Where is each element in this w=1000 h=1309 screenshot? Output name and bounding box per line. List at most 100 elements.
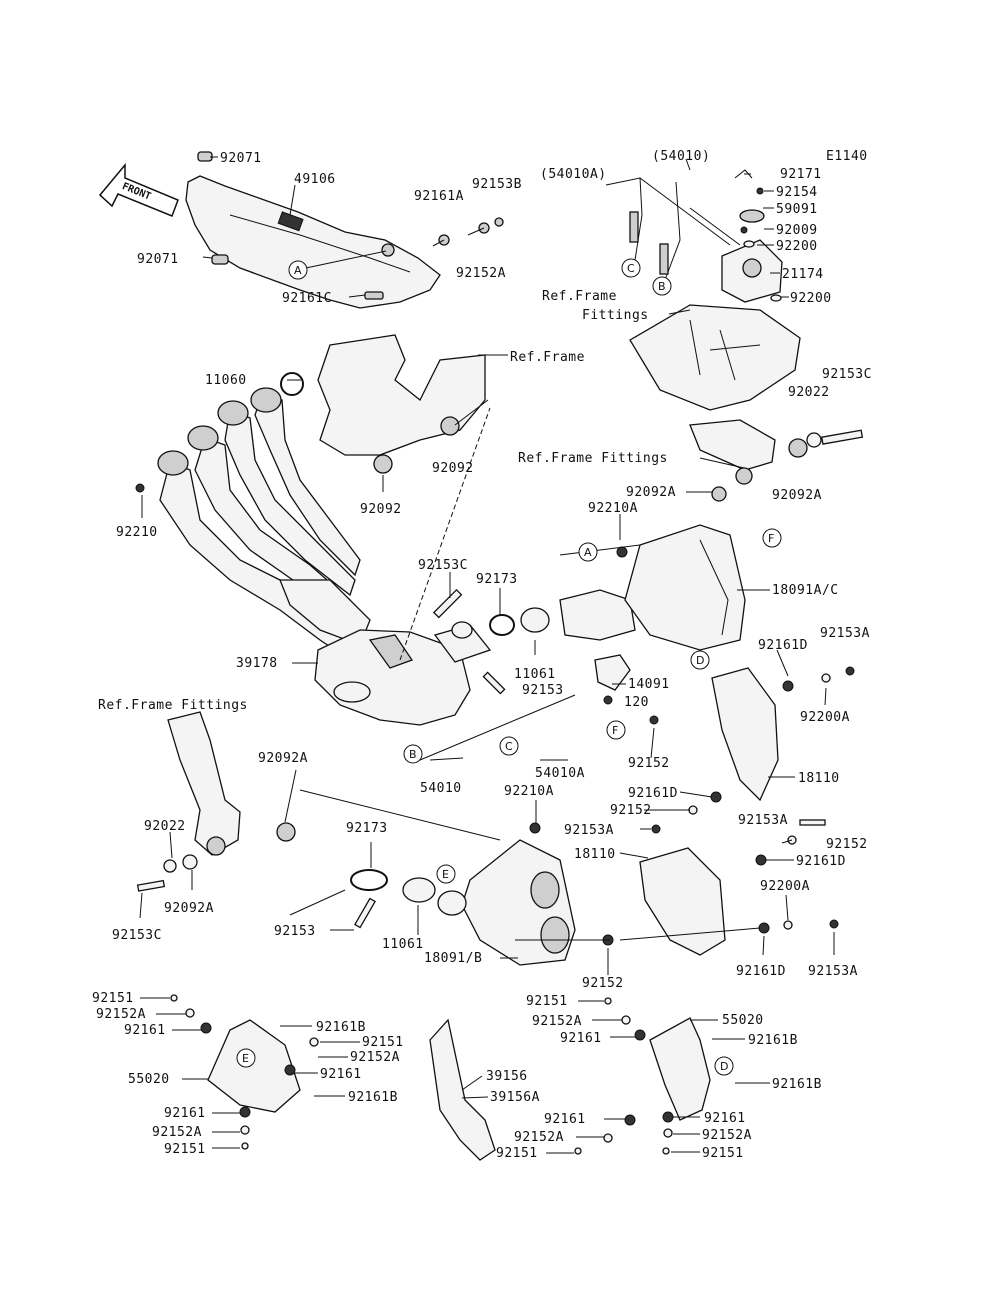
callout-e-lower: E (236, 1048, 256, 1068)
part-label: 92200A (760, 879, 810, 894)
part-label: 92171 (780, 167, 822, 182)
part-label: 120 (624, 695, 649, 710)
part-label: 18091/B (424, 951, 482, 966)
diagram-code: E1140 (826, 149, 868, 164)
exhaust-header-pipes (135, 387, 371, 661)
callout-a-mid: A (578, 542, 598, 562)
part-label: (54010) (652, 149, 710, 164)
part-label: 92152A (96, 1007, 146, 1022)
part-label: Ref.Frame (542, 289, 617, 304)
part-label: 92009 (776, 223, 818, 238)
svg-text:A: A (294, 264, 302, 277)
side-cover-right (649, 1017, 711, 1121)
part-label: 49106 (294, 172, 336, 187)
callout-f-upper: F (762, 528, 782, 548)
muffler-right (624, 524, 746, 651)
part-label: 59091 (776, 202, 818, 217)
part-label: 92161B (316, 1020, 366, 1035)
callout-e-mid: E (436, 864, 456, 884)
part-label: 18110 (574, 847, 616, 862)
svg-text:B: B (409, 748, 417, 761)
part-label: 92153A (808, 964, 858, 979)
svg-text:C: C (505, 740, 513, 753)
part-label: 55020 (128, 1072, 170, 1087)
upper-heat-cover (185, 175, 441, 309)
part-label: 92152 (826, 837, 868, 852)
part-label: 11060 (205, 373, 247, 388)
callout-c-lower: C (499, 736, 519, 756)
part-label: 92092A (258, 751, 308, 766)
part-label: 54010 (420, 781, 462, 796)
part-label: 92161 (320, 1067, 362, 1082)
part-label: 92092A (164, 901, 214, 916)
part-label: Fittings (582, 308, 649, 323)
part-label: 39156 (486, 1069, 528, 1084)
part-label: 92161 (544, 1112, 586, 1127)
svg-text:F: F (612, 724, 618, 737)
part-label: 92161D (758, 638, 808, 653)
part-label: 92152A (532, 1014, 582, 1029)
part-label: 92210 (116, 525, 158, 540)
part-label: 92152A (702, 1128, 752, 1143)
part-label: 14091 (628, 677, 670, 692)
part-label: 92153A (564, 823, 614, 838)
part-label: 92152A (514, 1130, 564, 1145)
svg-text:D: D (720, 1060, 728, 1073)
part-label: 92210A (504, 784, 554, 799)
part-label: 92022 (144, 819, 186, 834)
svg-text:D: D (696, 654, 704, 667)
part-label: 92161D (736, 964, 786, 979)
part-label: 92173 (346, 821, 388, 836)
part-label: Ref.Frame Fittings (518, 451, 668, 466)
part-label: 92210A (588, 501, 638, 516)
part-label: 92161 (560, 1031, 602, 1046)
svg-text:E: E (442, 868, 449, 881)
part-label: 54010A (535, 766, 585, 781)
part-label: 18110 (798, 771, 840, 786)
callout-f-lower: F (606, 720, 626, 740)
part-label: 92161D (796, 854, 846, 869)
part-label: 92173 (476, 572, 518, 587)
muffler-cover-lower (639, 847, 726, 956)
part-label: 92153B (472, 177, 522, 192)
part-label: 92151 (702, 1146, 744, 1161)
muffler-cover-upper (711, 667, 779, 802)
part-labels: E1140 92071 49106 92071 92161A 92153B 92… (92, 149, 872, 1161)
svg-text:F: F (768, 532, 774, 545)
front-arrow-icon: FRONT (98, 162, 179, 217)
part-drawings: FRONT (98, 151, 864, 1161)
part-label: 21174 (782, 267, 824, 282)
part-label: 92161A (414, 189, 464, 204)
part-label: (54010A) (540, 167, 607, 182)
svg-text:B: B (658, 280, 666, 293)
side-cover-left (207, 1019, 301, 1113)
part-label: 92152 (610, 803, 652, 818)
footrest-bracket-left (167, 711, 241, 856)
callout-d-mid: D (690, 650, 710, 670)
part-label: 92153 (522, 683, 564, 698)
part-label: 92152 (628, 756, 670, 771)
part-label: 92152 (582, 976, 624, 991)
part-label: 92154 (776, 185, 818, 200)
part-label: 92200 (790, 291, 832, 306)
part-label: 92071 (137, 252, 179, 267)
part-label: 92151 (92, 991, 134, 1006)
callout-a-upper: A (288, 260, 308, 280)
part-label: 39156A (490, 1090, 540, 1105)
part-label: 92022 (788, 385, 830, 400)
callout-b-upper: B (652, 276, 672, 296)
main-frame-section (317, 334, 486, 456)
part-label: 92153C (822, 367, 872, 382)
part-label: 92153 (274, 924, 316, 939)
part-label: 92151 (164, 1142, 206, 1157)
exhaust-valve-body (559, 589, 636, 641)
part-label: 92092A (626, 485, 676, 500)
part-label: 92092 (360, 502, 402, 517)
part-label: 92152A (350, 1050, 400, 1065)
part-label: 92153A (738, 813, 788, 828)
part-label: 92161C (282, 291, 332, 306)
part-label: 92161D (628, 786, 678, 801)
part-label: 39178 (236, 656, 278, 671)
leader-lines (139, 156, 835, 1154)
